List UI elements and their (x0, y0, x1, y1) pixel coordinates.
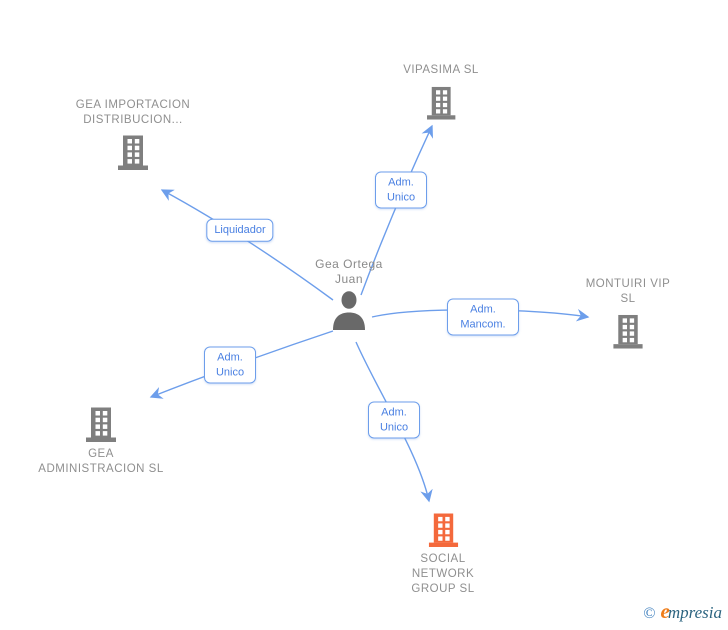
person-node-gea-ortega-juan[interactable]: Gea Ortega Juan (301, 257, 397, 330)
company-name: SOCIAL NETWORK GROUP SL (411, 553, 475, 595)
edge-label-adm-unico-social-network: Adm. Unico (368, 401, 420, 439)
building-icon (424, 86, 458, 120)
building-icon (116, 134, 150, 171)
company-name: GEA ADMINISTRACION SL (38, 448, 164, 475)
company-node-social-network-group[interactable]: SOCIAL NETWORK GROUP SL (400, 512, 486, 597)
brand-name: empresia (661, 599, 722, 624)
company-node-gea-administracion[interactable]: GEA ADMINISTRACION SL (35, 406, 167, 477)
building-icon (611, 314, 645, 349)
building-icon (427, 512, 460, 548)
brand-initial: e (660, 599, 670, 623)
company-name: VIPASIMA SL (403, 64, 479, 76)
company-node-gea-importacion[interactable]: GEA IMPORTACION DISTRIBUCION... (72, 98, 194, 171)
company-node-montuiri[interactable]: MONTUIRI VIP SL (578, 277, 678, 349)
person-icon (330, 290, 368, 330)
edge-label-liquidador: Liquidador (206, 218, 274, 242)
building-icon (84, 406, 118, 443)
empresia-logo: © empresia (643, 599, 722, 624)
brand-rest: mpresia (667, 603, 722, 622)
edge-label-adm-mancom: Adm. Mancom. (447, 298, 519, 336)
person-name: Gea Ortega Juan (315, 257, 383, 286)
company-name: GEA IMPORTACION DISTRIBUCION... (75, 99, 191, 126)
edge-label-adm-unico-gea-administracion: Adm. Unico (204, 346, 256, 384)
company-node-vipasima[interactable]: VIPASIMA SL (403, 63, 479, 120)
copyright-symbol: © (643, 605, 656, 622)
company-name: MONTUIRI VIP SL (585, 278, 671, 305)
edge-person-to-vipasima (360, 124, 433, 296)
edge-label-adm-unico-vipasima: Adm. Unico (375, 171, 427, 209)
